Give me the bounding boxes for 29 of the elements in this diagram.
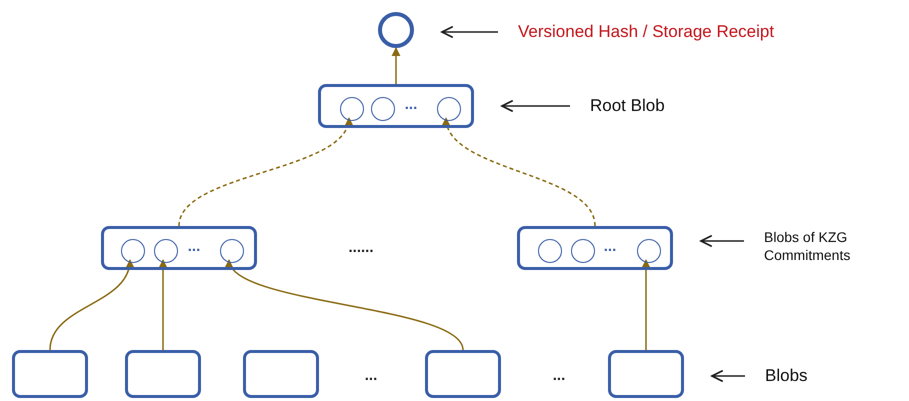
annotation-text: Blobs: [765, 364, 845, 388]
ellipsis: ...: [602, 237, 618, 257]
annotation-text: Blobs of KZG Commitments: [764, 228, 888, 266]
blob-container-box: [101, 226, 257, 270]
blob-container-box: [318, 84, 474, 128]
blob-box: [243, 350, 319, 398]
annotation-text: Root Blob: [590, 94, 700, 118]
ellipsis: ...: [364, 366, 378, 386]
blob-box: [12, 350, 88, 398]
arrow: [392, 47, 400, 84]
blob-box: [608, 350, 684, 398]
arrow: [158, 259, 168, 350]
ellipsis: ...: [404, 95, 418, 115]
ellipsis: ......: [347, 238, 374, 258]
arrow: [441, 26, 498, 38]
arrow: [228, 259, 464, 350]
arrow: [700, 234, 744, 248]
arrow: [642, 259, 650, 350]
arrow: [711, 370, 745, 382]
arrow: [49, 259, 134, 350]
blob-box: [125, 350, 201, 398]
blob-container-box: [517, 226, 673, 270]
dashed-arrow: [178, 117, 352, 226]
annotation-text: Versioned Hash / Storage Receipt: [518, 20, 838, 44]
blob-box: [425, 350, 501, 398]
dashed-arrow: [443, 117, 596, 226]
ellipsis: ...: [552, 366, 566, 386]
ellipsis: ...: [186, 237, 202, 257]
arrow: [501, 100, 570, 112]
